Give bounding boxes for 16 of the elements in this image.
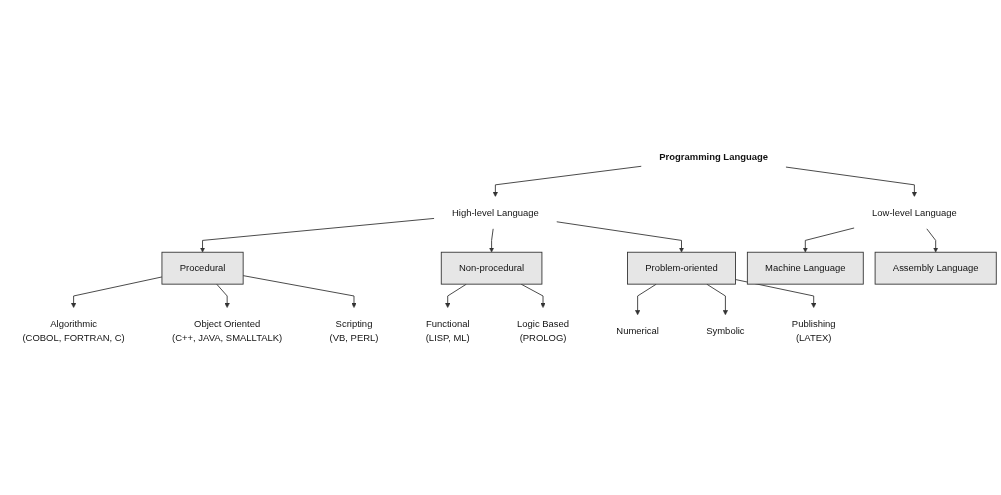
node-text: Functional (LISP, ML): [425, 318, 470, 343]
node-text: Symbolic: [706, 325, 745, 336]
node-text: Numerical: [616, 325, 659, 336]
node-text: Programming Language: [659, 151, 769, 162]
node-box: Non-procedural: [440, 251, 543, 285]
node-box: Assembly Language: [874, 251, 997, 285]
node-text: Object Oriented (C++, JAVA, SMALLTALK): [172, 318, 283, 343]
node-text: Scripting (VB, PERL): [329, 318, 379, 343]
node-text: Logic Based (PROLOG): [517, 318, 570, 343]
node-text: Low-level Language: [872, 207, 957, 218]
node-text: Algorithmic (COBOL, FORTRAN, C): [22, 318, 125, 343]
node-box: Problem-oriented: [627, 251, 736, 285]
node-text: High-level Language: [451, 207, 539, 218]
node-box: Procedural: [161, 251, 244, 285]
node-text: Publishing (LATEX): [791, 318, 836, 343]
node-box: Machine Language: [746, 251, 864, 285]
